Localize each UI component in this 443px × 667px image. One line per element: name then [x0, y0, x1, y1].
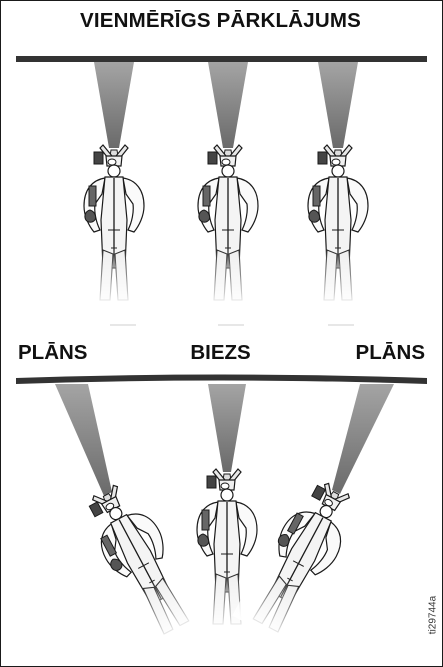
spray-gun-operator-icon [231, 471, 370, 649]
diagram-title: VIENMĒRĪGS PĀRKLĀJUMS [80, 9, 361, 32]
spray-gun-operator-icon [303, 144, 373, 308]
spray-fan-bottom-center [208, 384, 246, 472]
spray-fan-bottom-left [55, 384, 112, 496]
label-thin-right: PLĀNS [355, 341, 425, 364]
spray-fan-top-center [208, 62, 248, 148]
label-thick-center: BIEZS [190, 341, 251, 364]
spray-fan-top-right [318, 62, 358, 148]
surface-bar-top [16, 56, 427, 62]
spray-fan-bottom-right [332, 384, 394, 494]
spray-fan-top-left [94, 62, 134, 148]
label-thin-left: PLĀNS [18, 341, 88, 364]
spray-gun-operator-icon [193, 144, 263, 308]
spray-gun-operator-icon [79, 144, 149, 308]
surface-bar-bottom [16, 374, 427, 384]
spray-gun-operator-icon [72, 473, 211, 651]
figure-id: ti29744a [427, 595, 439, 635]
